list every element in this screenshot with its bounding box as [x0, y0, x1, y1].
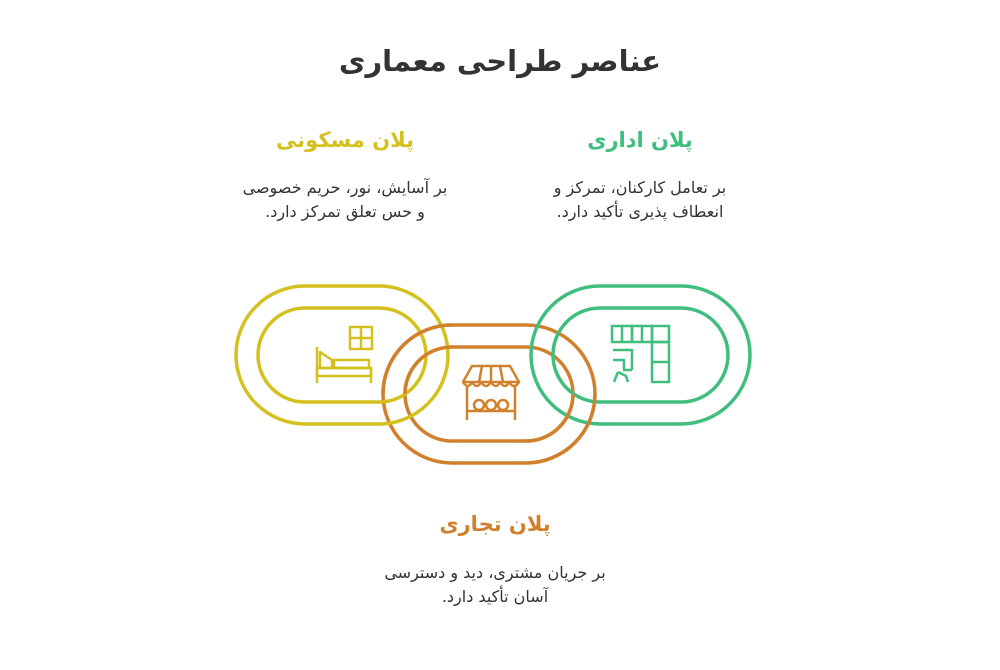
residential-link	[234, 284, 450, 426]
commercial-heading: پلان تجاری	[439, 512, 551, 536]
office-layout-icon	[610, 324, 671, 384]
residential-heading: پلان مسکونی	[276, 128, 414, 152]
residential-description: بر آسایش، نور، حریم خصوصی و حس تعلق تمرک…	[242, 178, 448, 221]
market-stall-icon	[461, 364, 521, 420]
commercial-link-overlap	[381, 323, 597, 465]
commercial-description: بر جریان مشتری، دید و دسترسی آسان تأکید …	[384, 563, 606, 606]
office-link	[529, 284, 752, 426]
office-heading: پلان اداری	[587, 128, 693, 152]
page-title: عناصر طراحی معماری	[338, 44, 662, 78]
commercial-link	[381, 323, 597, 465]
bed-and-window-icon	[315, 325, 374, 383]
office-description: بر تعامل کارکنان، تمرکز و انعطاف پذیری ت…	[553, 178, 727, 221]
